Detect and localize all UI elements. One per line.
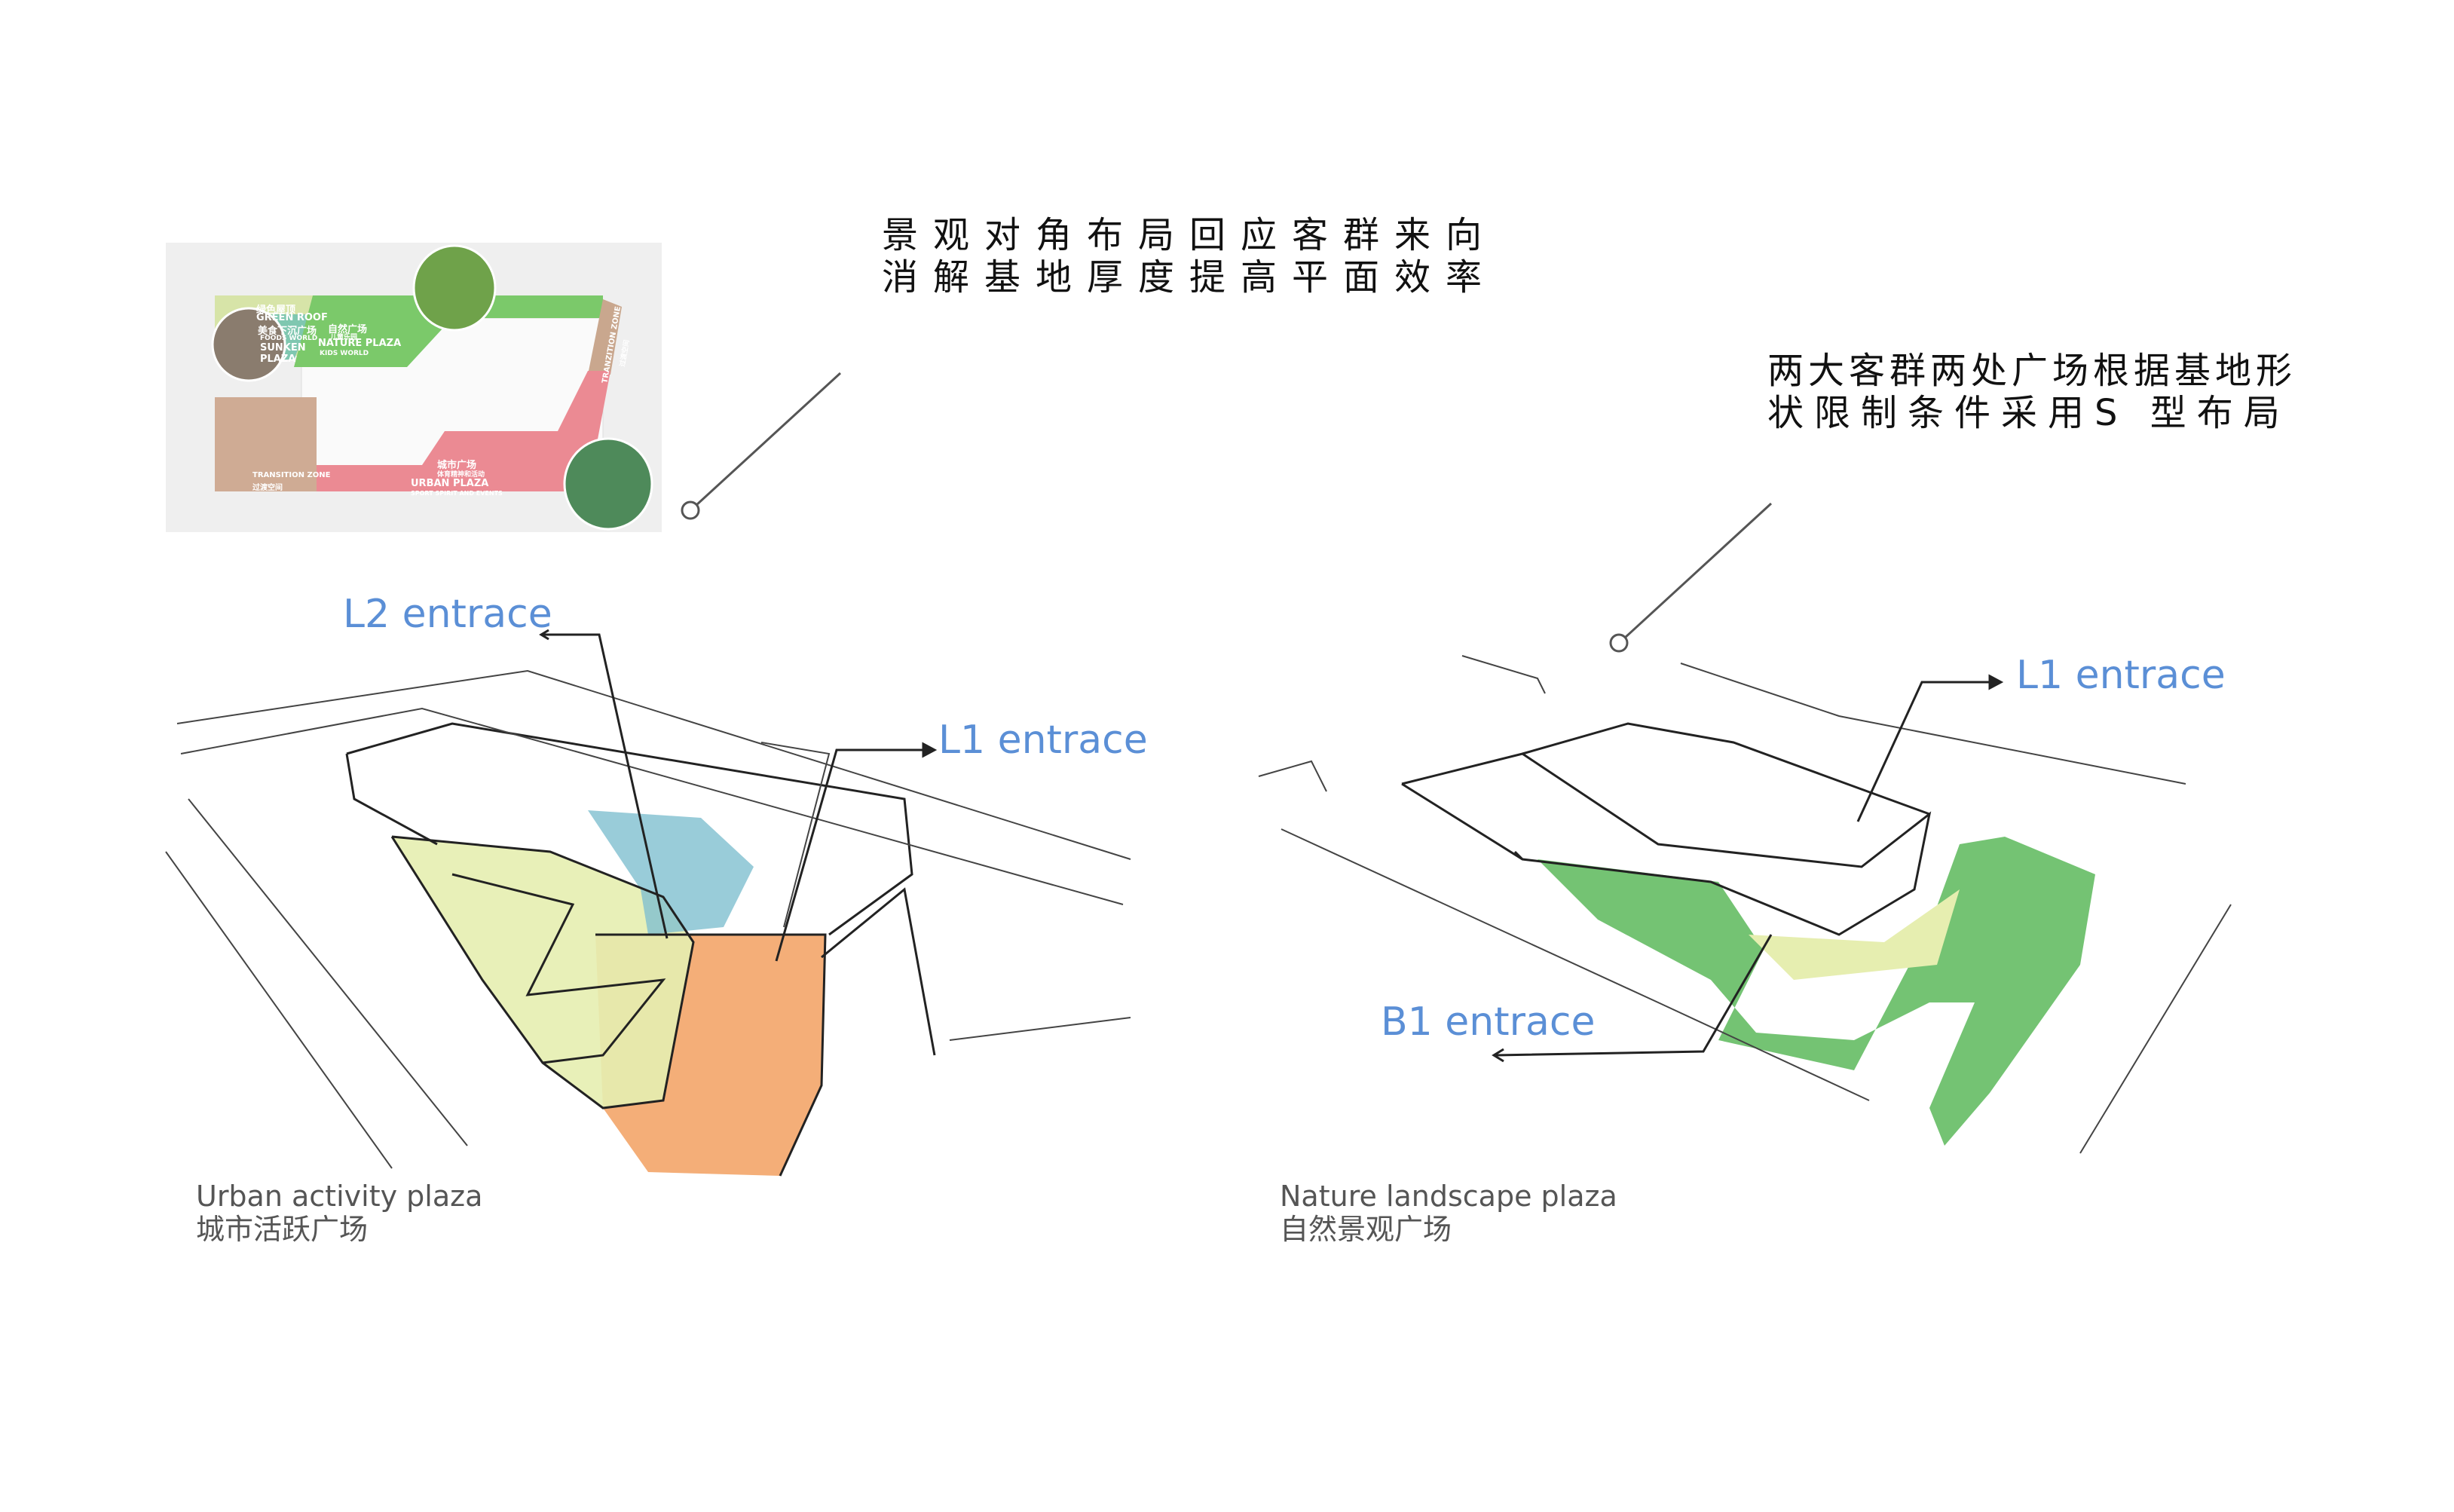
- photo-foods-world: [211, 307, 286, 382]
- right-arrows: [1492, 674, 2004, 1063]
- map-label: NATURE PLAZA: [318, 338, 402, 349]
- b1-entrance-label: B1 entrace: [1381, 999, 1596, 1045]
- l2-entrance-label-left: L2 entrace: [343, 592, 552, 637]
- nature-plaza-zone: [294, 295, 603, 367]
- left-arrows: [539, 629, 938, 962]
- caption-urban-cn: 城市活跃广场: [196, 1213, 369, 1246]
- caption-nature-en: Nature landscape plaza: [1280, 1180, 1617, 1213]
- map-label: SPORT SPIRIT AND EVENTS: [411, 490, 503, 497]
- map-label: 城市广场: [437, 460, 477, 471]
- map-label: 自然广场: [328, 324, 368, 335]
- site-plan-map: 绿色屋顶 GREEN ROOF 美食下沉广场 FOODS WORLD SUNKE…: [166, 243, 662, 532]
- statement-right-line-1: 两大客群两处广场根据基地形: [1767, 350, 2297, 392]
- urban-plaza-zone: [317, 371, 610, 491]
- map-label: SUNKEN PLAZA: [260, 342, 306, 365]
- map-label: 绿色屋顶: [256, 305, 296, 316]
- map-label: URBAN PLAZA: [411, 478, 489, 489]
- nature-plaza-sketch: [1258, 655, 2232, 1154]
- l1-entrance-label-left: L1 entrace: [938, 718, 1148, 763]
- caption-urban-en: Urban activity plaza: [196, 1180, 483, 1213]
- photo-urban-plaza: [563, 437, 653, 531]
- site-plan-drawing: [211, 244, 653, 531]
- statement-right-line-2: 状限制条件采用S 型布局: [1767, 392, 2290, 434]
- leader-lines: [681, 372, 1773, 653]
- map-label: GREEN ROOF: [256, 312, 328, 323]
- caption-nature-cn: 自然景观广场: [1280, 1213, 1452, 1246]
- map-label: TRANSITION ZONE: [252, 471, 331, 479]
- statement-left-line-2: 消解基地厚度提高平面效率: [882, 256, 1498, 298]
- l1-entrance-label-right: L1 entrace: [2016, 653, 2226, 698]
- map-label: 体育精神和活动: [437, 471, 485, 479]
- statement-left-line-1: 景观对角布局回应客群来向: [882, 214, 1498, 256]
- transition-zone-right: [588, 299, 622, 375]
- transition-zone-left: [215, 397, 317, 491]
- map-label: 美食下沉广场: [258, 326, 317, 337]
- urban-plaza-sketch: [165, 669, 1131, 1177]
- map-label: FOODS WORLD: [260, 335, 318, 342]
- map-label: KIDS WORLD: [320, 350, 369, 357]
- map-label: 儿童乐园: [330, 334, 358, 341]
- photo-nature-plaza: [412, 244, 497, 332]
- map-label: 过渡空间: [252, 484, 283, 492]
